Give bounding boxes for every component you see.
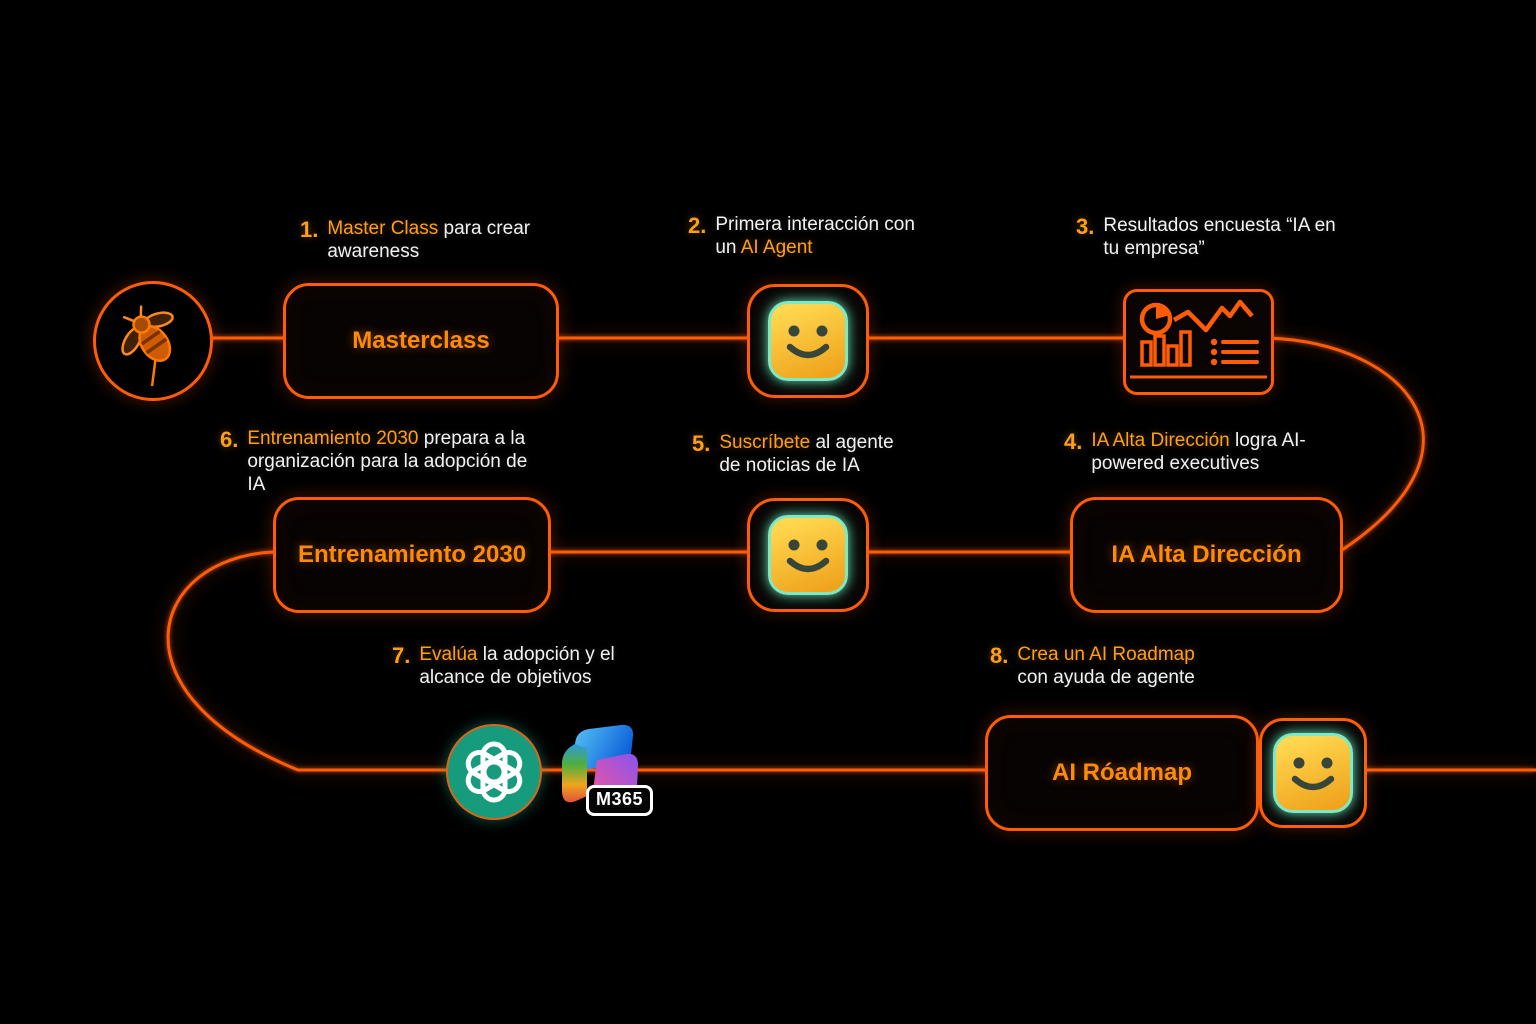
firefly-icon <box>121 305 174 386</box>
smiley-agent-icon <box>768 515 848 595</box>
node-ai-roadmap: AI Róadmap <box>985 715 1259 831</box>
step-8: 8. Crea un AI Roadmap con ayuda de agent… <box>990 643 1222 689</box>
smiley-face <box>1291 757 1335 791</box>
step-3-number: 3. <box>1076 214 1095 239</box>
node-masterclass: Masterclass <box>283 283 559 399</box>
node-entrenamiento-label: Entrenamiento 2030 <box>297 541 527 568</box>
firefly-badge <box>93 281 213 401</box>
step-2-text: Primera interacción con un AI Agent <box>715 214 915 259</box>
step-2: 2. Primera interacción con un AI Agent <box>688 213 940 259</box>
agent-node-2 <box>747 498 869 612</box>
m365-badge: M365 <box>585 785 653 816</box>
openai-logo <box>446 724 542 820</box>
step-6-text: Entrenamiento 2030 prepara a la organiza… <box>247 428 528 496</box>
node-entrenamiento-2030: Entrenamiento 2030 <box>273 497 551 613</box>
smiley-face <box>786 325 830 359</box>
dashboard-chart-icon <box>1130 299 1267 379</box>
smiley-agent-icon <box>768 301 848 381</box>
node-ai-roadmap-label: AI Róadmap <box>1051 759 1192 786</box>
m365-copilot-logo: M365 <box>545 718 653 822</box>
step-4: 4. IA Alta Dirección logra AI-powered ex… <box>1064 429 1311 475</box>
smiley-agent-icon <box>1273 733 1353 813</box>
agent-node-1 <box>747 284 869 398</box>
step-6: 6. Entrenamiento 2030 prepara a la organ… <box>220 427 547 497</box>
step-7: 7. Evalúa la adopción y el alcance de ob… <box>392 643 644 689</box>
step-8-text: Crea un AI Roadmap con ayuda de agente <box>1017 644 1195 689</box>
agent-node-3 <box>1259 718 1367 828</box>
node-ia-alta-direccion: IA Alta Dirección <box>1070 497 1343 613</box>
step-3: 3. Resultados encuesta “IA en tu empresa… <box>1076 214 1338 260</box>
step-5: 5. Suscríbete al agente de noticias de I… <box>692 431 919 477</box>
step-1-number: 1. <box>300 217 319 242</box>
step-3-text: Resultados encuesta “IA en tu empresa” <box>1103 215 1336 260</box>
step-5-text: Suscríbete al agente de noticias de IA <box>719 432 894 477</box>
step-8-number: 8. <box>990 643 1009 668</box>
openai-knot-icon <box>465 741 523 803</box>
node-masterclass-label: Masterclass <box>352 327 490 354</box>
step-6-number: 6. <box>220 427 239 452</box>
smiley-face <box>786 539 830 573</box>
step-1-text: Master Class para crear awareness <box>327 218 531 263</box>
step-7-number: 7. <box>392 643 411 668</box>
step-7-text: Evalúa la adopción y el alcance de objet… <box>419 644 615 689</box>
step-4-text: IA Alta Dirección logra AI-powered execu… <box>1091 430 1306 475</box>
survey-results-card <box>1123 289 1274 395</box>
node-alta-direccion-label: IA Alta Dirección <box>1111 541 1302 568</box>
step-4-number: 4. <box>1064 429 1083 454</box>
step-5-number: 5. <box>692 431 711 456</box>
step-1: 1. Master Class para crear awareness <box>300 217 547 263</box>
step-2-number: 2. <box>688 213 707 238</box>
